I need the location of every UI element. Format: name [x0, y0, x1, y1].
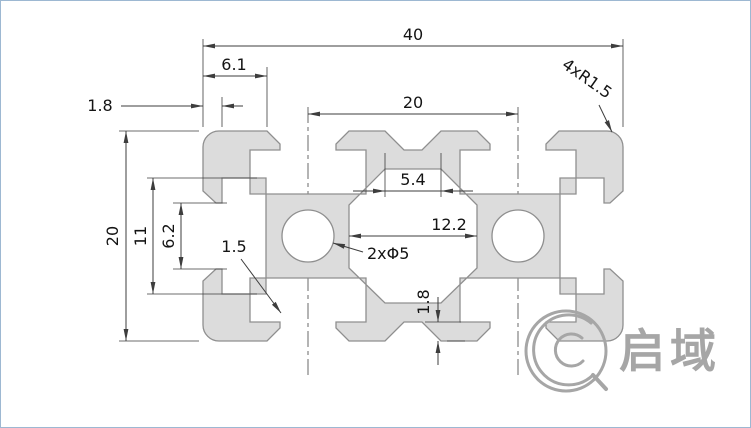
dim-cavity-width-label: 12.2	[431, 215, 467, 234]
dim-overall-height-label: 20	[103, 226, 122, 246]
dim-corner-radius: 4xR1.5	[559, 55, 616, 133]
dim-slot-edge-offset: 6.1	[203, 55, 268, 127]
right-center-hole	[491, 209, 545, 263]
dim-end-cavity-height-label: 11	[131, 226, 150, 246]
dim-center-holes: 2xΦ5	[332, 242, 409, 263]
dim-corner-radius-label: 4xR1.5	[559, 55, 616, 103]
brand-logo: 启域	[524, 309, 721, 393]
dim-overall-width: 40	[202, 25, 624, 127]
dim-end-slot-opening-label: 6.2	[159, 223, 178, 248]
dim-slot-spacing-label: 20	[403, 93, 423, 112]
dim-end-slot-opening: 6.2	[159, 202, 227, 270]
dim-lip-fillet: 1.5	[221, 237, 282, 314]
dim-slot-edge-offset-label: 6.1	[221, 55, 246, 74]
dim-center-groove: 5.4	[353, 153, 473, 197]
dim-wall-top-left: 1.8	[87, 96, 243, 127]
dim-lip-fillet-label: 1.5	[221, 237, 246, 256]
dim-slot-spacing: 20	[308, 93, 518, 117]
dim-bottom-wall-label: 1.8	[414, 289, 433, 314]
profile-cross-section	[202, 130, 624, 342]
dim-overall-height: 20	[103, 130, 199, 342]
dim-end-cavity-height: 11	[131, 177, 257, 295]
dim-bottom-wall: 1.8	[414, 289, 465, 365]
left-center-hole	[281, 209, 335, 263]
dim-overall-width-label: 40	[403, 25, 423, 44]
dim-center-groove-label: 5.4	[400, 170, 425, 189]
logo-wordmark: 启域	[619, 324, 721, 378]
logo-mark-icon	[524, 309, 608, 393]
dim-wall-top-left-label: 1.8	[87, 96, 112, 115]
dim-center-holes-label: 2xΦ5	[367, 244, 409, 263]
dim-cavity-width: 12.2	[349, 215, 477, 239]
